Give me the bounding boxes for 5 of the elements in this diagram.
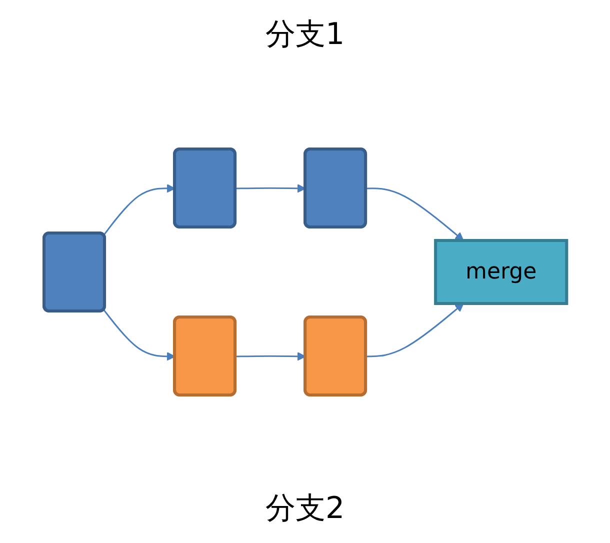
branch-label: 分支2 (265, 490, 345, 528)
arrow (366, 187, 464, 240)
arrow (366, 302, 464, 357)
branch-label: 分支1 (265, 16, 345, 54)
node-box: merge (434, 238, 568, 304)
